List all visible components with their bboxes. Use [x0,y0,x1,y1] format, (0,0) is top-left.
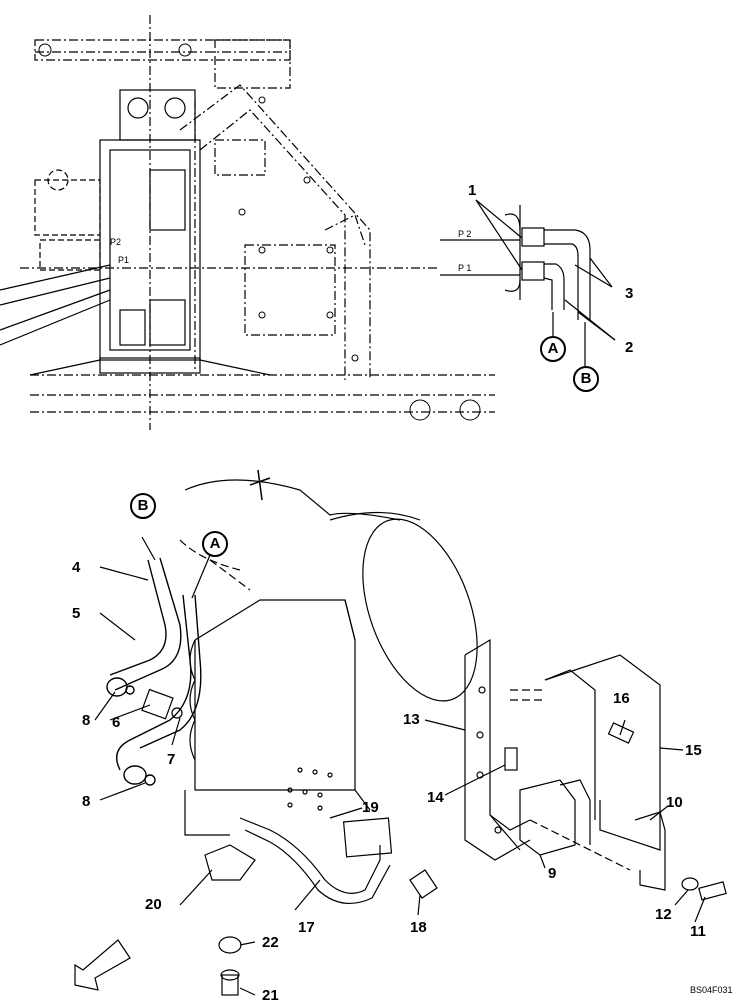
callout-18: 18 [410,919,427,936]
upper-frame [20,15,495,430]
bolt-holes [38,43,481,421]
port-marker-b-top: B [573,366,599,392]
port-p1-right: P 1 [458,263,472,273]
left-hoses [0,264,111,346]
diagonal-bracket [179,84,371,380]
callout-16: 16 [613,690,630,707]
callout-3: 3 [625,285,634,302]
port-p2-right: P 2 [458,229,472,239]
callout-12: 12 [655,906,672,923]
left-motor [34,169,101,271]
control-valve-bottom [184,599,371,836]
port-p1-left: P1 [118,255,130,265]
hoses [106,557,202,786]
callout-7: 7 [167,751,176,768]
callout-15: 15 [685,742,702,759]
callout-17: 17 [298,919,315,936]
port-marker-a-top: A [540,336,566,362]
pipe [239,817,393,905]
inset-fittings [475,199,616,366]
callout-4: 4 [72,559,81,576]
callout-8-upper: 8 [82,712,91,729]
callout-10: 10 [666,794,683,811]
adapter [141,688,183,720]
brackets [464,638,727,901]
callout-19: 19 [362,799,379,816]
p-lines [440,239,520,276]
callout-20: 20 [145,896,162,913]
swing-motor-drum [179,469,478,702]
front-direction-arrow [74,939,131,991]
drawing-code: BS04F031 [690,985,733,995]
callout-14: 14 [427,789,444,806]
control-valve-top [29,89,271,376]
callout-13: 13 [403,711,420,728]
callout-2: 2 [625,339,634,356]
leader-lines [94,536,706,996]
callout-11: 11 [690,923,706,940]
callout-1: 1 [468,182,477,199]
callout-5: 5 [72,605,81,622]
callout-21: 21 [262,987,279,1004]
callout-8-lower: 8 [82,793,91,810]
port-marker-a-bottom: A [202,531,228,557]
port-marker-b-bottom: B [130,493,156,519]
lower-hardware [204,844,438,996]
callout-9: 9 [548,865,557,882]
callout-6: 6 [112,714,121,731]
port-p2-left: P2 [110,237,122,247]
callout-22: 22 [262,934,279,951]
